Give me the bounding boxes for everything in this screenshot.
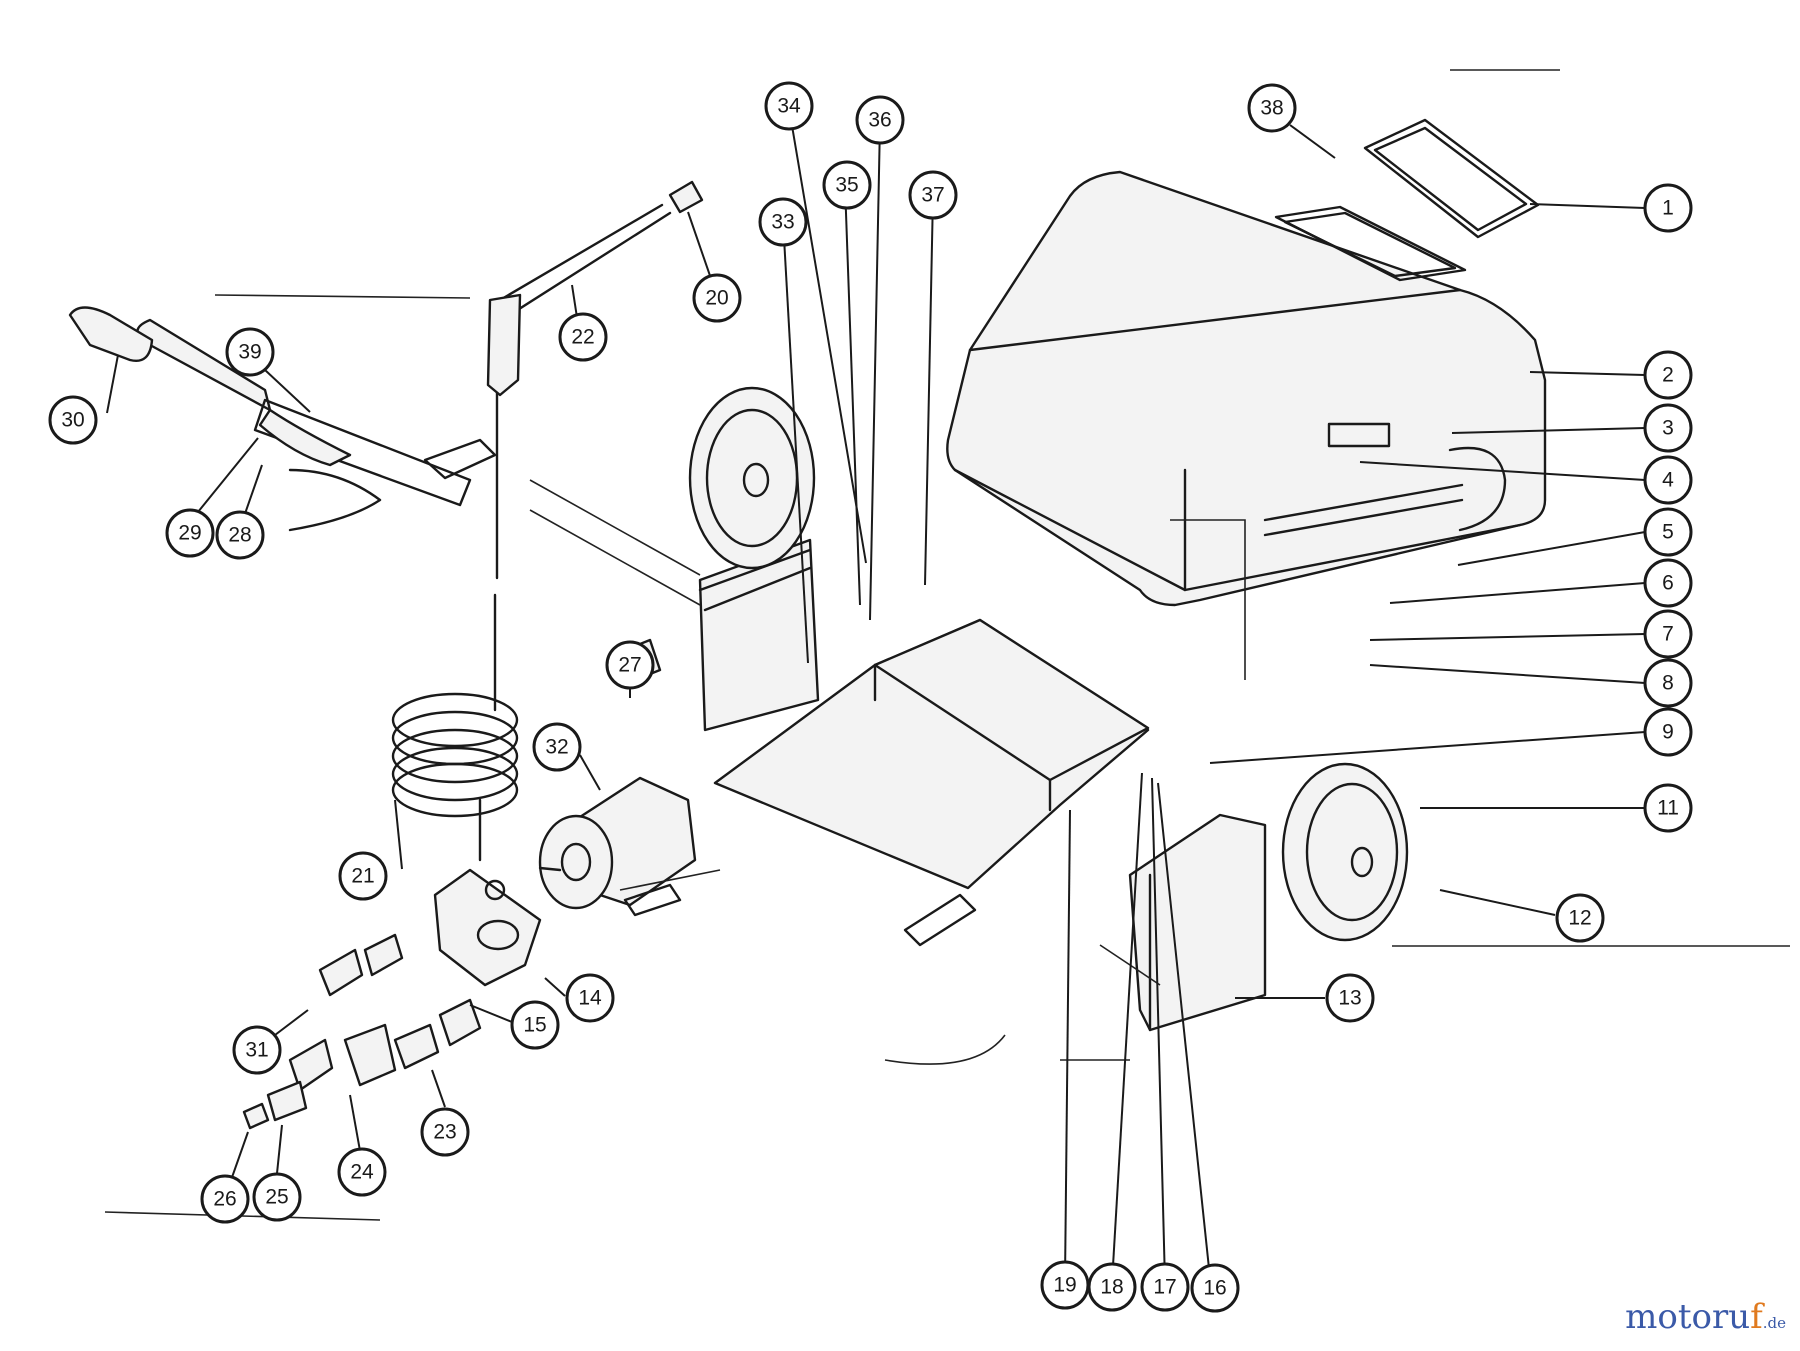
- svg-text:26: 26: [213, 1188, 236, 1211]
- svg-text:22: 22: [571, 326, 594, 349]
- callout-34: 34: [764, 81, 814, 131]
- svg-text:12: 12: [1568, 907, 1591, 930]
- svg-text:27: 27: [618, 654, 641, 677]
- pump: [433, 868, 542, 987]
- svg-text:38: 38: [1260, 97, 1283, 120]
- callout-31: 31: [232, 1025, 282, 1075]
- svg-text:19: 19: [1053, 1274, 1076, 1297]
- svg-text:1: 1: [1662, 197, 1674, 220]
- callout-36: 36: [855, 95, 905, 145]
- watermark-suffix: .de: [1762, 1314, 1786, 1332]
- watermark-accent: f: [1750, 1297, 1763, 1337]
- callout-16: 16: [1190, 1263, 1240, 1313]
- svg-text:23: 23: [433, 1121, 456, 1144]
- callout-6: 6: [1643, 558, 1693, 608]
- svg-text:25: 25: [265, 1186, 288, 1209]
- callout-21: 21: [338, 851, 388, 901]
- callout-22: 22: [558, 312, 608, 362]
- svg-text:39: 39: [238, 341, 261, 364]
- svg-text:5: 5: [1662, 521, 1674, 544]
- svg-text:20: 20: [705, 287, 728, 310]
- svg-text:24: 24: [350, 1161, 374, 1184]
- handle-linkage: [486, 180, 704, 397]
- callout-35: 35: [822, 160, 872, 210]
- svg-text:13: 13: [1338, 987, 1361, 1010]
- callout-17: 17: [1140, 1262, 1190, 1312]
- callout-39: 39: [225, 327, 275, 377]
- svg-text:34: 34: [777, 95, 801, 118]
- svg-text:33: 33: [771, 211, 794, 234]
- callout-13: 13: [1325, 973, 1375, 1023]
- svg-text:3: 3: [1662, 417, 1674, 440]
- callout-32: 32: [532, 722, 582, 772]
- svg-text:14: 14: [578, 987, 602, 1010]
- svg-text:21: 21: [351, 865, 374, 888]
- callout-5: 5: [1643, 507, 1693, 557]
- leader-lines: [106, 107, 1646, 1284]
- callout-1: 1: [1643, 183, 1693, 233]
- callout-20: 20: [692, 273, 742, 323]
- base-tray: [713, 618, 1150, 947]
- callout-19: 19: [1040, 1260, 1090, 1310]
- callout-28: 28: [215, 510, 265, 560]
- watermark-main: motoru: [1625, 1297, 1751, 1337]
- svg-text:36: 36: [868, 109, 891, 132]
- watermark-logo: motoruf.de: [1625, 1297, 1786, 1337]
- svg-text:17: 17: [1153, 1276, 1176, 1299]
- callout-9: 9: [1643, 707, 1693, 757]
- svg-text:18: 18: [1100, 1276, 1123, 1299]
- svg-text:30: 30: [61, 409, 84, 432]
- callout-12: 12: [1555, 893, 1605, 943]
- callout-27: 27: [605, 640, 655, 690]
- side-panel: [1128, 813, 1267, 1032]
- callout-29: 29: [165, 508, 215, 558]
- svg-text:29: 29: [178, 522, 201, 545]
- svg-text:7: 7: [1662, 623, 1674, 646]
- main-cover: [946, 170, 1547, 607]
- callout-14: 14: [565, 973, 615, 1023]
- callout-3: 3: [1643, 403, 1693, 453]
- svg-text:37: 37: [921, 184, 944, 207]
- cover-window: [1363, 118, 1540, 239]
- rear-wheel: [688, 386, 816, 570]
- bracket: [698, 538, 820, 732]
- callout-23: 23: [420, 1107, 470, 1157]
- svg-text:28: 28: [228, 524, 251, 547]
- front-wheel: [1281, 762, 1409, 942]
- svg-text:15: 15: [523, 1014, 546, 1037]
- callout-33: 33: [758, 197, 808, 247]
- callout-26: 26: [200, 1174, 250, 1224]
- construction-lines: [104, 69, 1790, 1221]
- svg-text:6: 6: [1662, 572, 1674, 595]
- callout-18: 18: [1087, 1262, 1137, 1312]
- callout-8: 8: [1643, 658, 1693, 708]
- callout-2: 2: [1643, 350, 1693, 400]
- svg-text:32: 32: [545, 736, 568, 759]
- svg-text:35: 35: [835, 174, 858, 197]
- callout-7: 7: [1643, 609, 1693, 659]
- svg-text:2: 2: [1662, 364, 1674, 387]
- svg-text:8: 8: [1662, 672, 1674, 695]
- callout-15: 15: [510, 1000, 560, 1050]
- callout-24: 24: [337, 1147, 387, 1197]
- callout-4: 4: [1643, 455, 1693, 505]
- callout-37: 37: [908, 170, 958, 220]
- svg-text:16: 16: [1203, 1277, 1226, 1300]
- callout-30: 30: [48, 395, 98, 445]
- svg-text:9: 9: [1662, 721, 1674, 744]
- svg-text:31: 31: [245, 1039, 268, 1062]
- spray-gun: [68, 306, 497, 532]
- callout-11: 11: [1643, 783, 1693, 833]
- callout-25: 25: [252, 1172, 302, 1222]
- motor: [538, 776, 697, 917]
- svg-text:4: 4: [1662, 469, 1674, 492]
- callout-38: 38: [1247, 83, 1297, 133]
- svg-text:11: 11: [1657, 797, 1679, 820]
